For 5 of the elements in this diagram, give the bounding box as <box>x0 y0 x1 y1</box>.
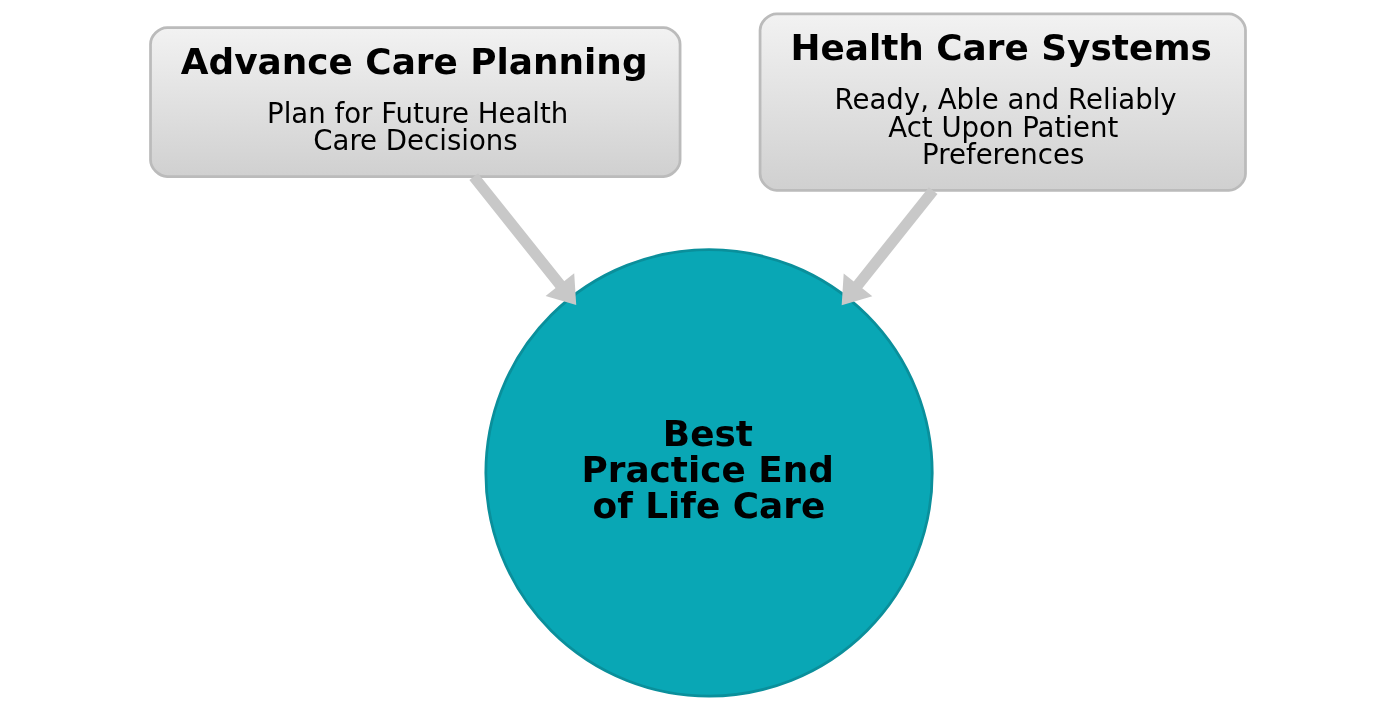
node-circle: Best Practice End of Life Care <box>484 248 934 698</box>
arrow <box>469 173 577 306</box>
node-box: Health Care Systems Ready, Able and Reliably Act Upon Patient Preferences <box>758 12 1247 192</box>
node-box: Advance Care Planning Plan for Future Health Care Decisions <box>149 26 682 178</box>
arrow <box>841 187 938 306</box>
